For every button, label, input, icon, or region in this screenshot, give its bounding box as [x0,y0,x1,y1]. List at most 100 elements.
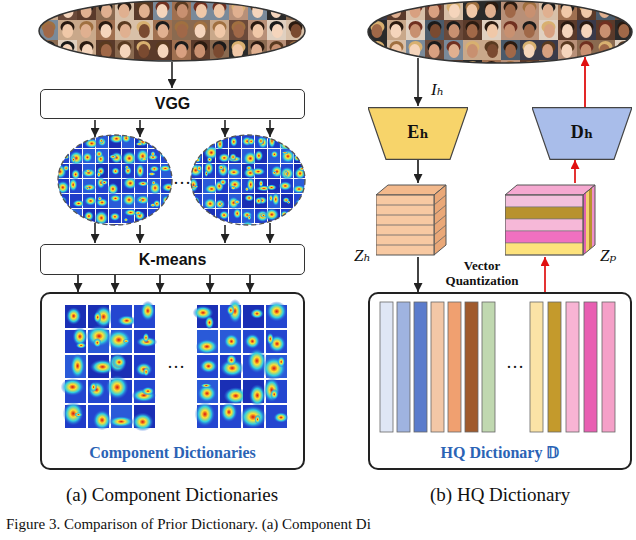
face-tile [191,40,210,60]
face-tile [539,40,558,60]
face-skin [157,64,168,78]
face-skin [505,4,516,18]
face-tile [210,60,229,80]
tensor-side [434,185,446,255]
heatmap-blob [107,183,118,195]
face-hair [80,61,94,73]
face-tile [77,60,96,80]
face-skin [505,44,516,58]
face-skin [581,4,592,18]
face-skin [272,24,283,38]
face-tile [172,40,191,60]
tensor-side [583,185,595,255]
collage-outline [368,1,632,63]
face-skin [581,24,592,38]
heatmap-blob [136,195,150,205]
tensor-side [589,188,592,251]
decoder-block: Dₕ [532,107,632,160]
heatmap-blob [189,216,201,222]
face-tile [615,0,634,20]
heatmap-blob [97,196,102,201]
face-skin [176,64,187,78]
face-skin [562,24,573,38]
codebook-entry [465,302,478,432]
face-tile [115,20,134,40]
face-skin [194,64,205,78]
process-box: VGG [40,89,305,119]
face-tile [387,20,406,40]
face-tile [387,0,406,20]
face-tile [153,40,172,60]
heatmap-blob [204,198,217,210]
heatmap-blob [58,214,70,220]
face-hair [42,1,56,13]
trapezoid-outline [532,108,632,160]
face-tile [115,40,134,60]
heatmap-blob [195,402,215,427]
tensor-row [376,205,434,206]
heatmap-blob [98,138,107,147]
heatmap-tile [190,134,202,148]
heatmap-tile [255,149,267,163]
face-tile [482,0,501,20]
face-hair [61,61,75,73]
feature-outline [191,135,305,225]
heatmap-blob [69,208,77,222]
heatmap-blob [72,226,79,235]
heatmap-tile [57,209,69,223]
heatmap-tile [294,209,306,223]
face-skin [449,4,460,18]
heatmap-tile [268,149,280,163]
face-tile [501,40,520,60]
face-skin [251,44,262,58]
heatmap-blob [281,151,288,154]
face-skin [390,24,401,38]
heatmap-tile [122,224,134,238]
node-label: HQ Dictionary 𝔻 [441,443,560,462]
face-tile [172,20,191,40]
face-tile [172,60,191,80]
heatmap-blob [140,230,146,235]
heatmap-blob [164,229,173,239]
heatmap-blob [76,342,87,348]
heatmap-blob [85,230,90,235]
face-tile [210,20,229,40]
heatmap-blob [266,184,277,190]
tensor-row [434,225,446,235]
heatmap-tile [96,224,108,238]
face-tile [615,60,634,80]
face-tile [229,20,248,40]
codebook-entry [448,302,461,432]
node-label: Dₕ [571,121,593,143]
face-skin [290,44,301,58]
heatmap-blob [255,225,269,238]
face-tile [406,20,425,40]
heatmap-blob [196,165,202,173]
face-tile [520,0,539,20]
face-skin [544,24,555,38]
heatmap-blob [135,362,152,376]
dictionary-panel: Component Dictionaries [40,292,305,470]
heatmap-blob [271,150,279,158]
face-skin [101,4,112,18]
heatmap-blob [69,178,78,192]
heatmap-blob [162,137,167,145]
face-skin [620,4,631,18]
face-hair [137,61,151,73]
heatmap-blob [255,150,264,161]
heatmap-blob [136,149,149,164]
face-tile [248,40,267,60]
heatmap-blob [272,170,277,175]
heatmap-blob [272,192,280,206]
heatmap-blob [106,375,129,399]
heatmap-tile [148,149,160,163]
heatmap-blob [94,311,102,323]
flow-arrow [269,120,271,137]
heatmap-blob [217,163,228,177]
face-hair [308,21,322,33]
heatmap-blob [245,334,261,350]
face-skin [372,64,383,78]
heatmap-blob [141,301,156,321]
tensor-row [376,225,434,226]
